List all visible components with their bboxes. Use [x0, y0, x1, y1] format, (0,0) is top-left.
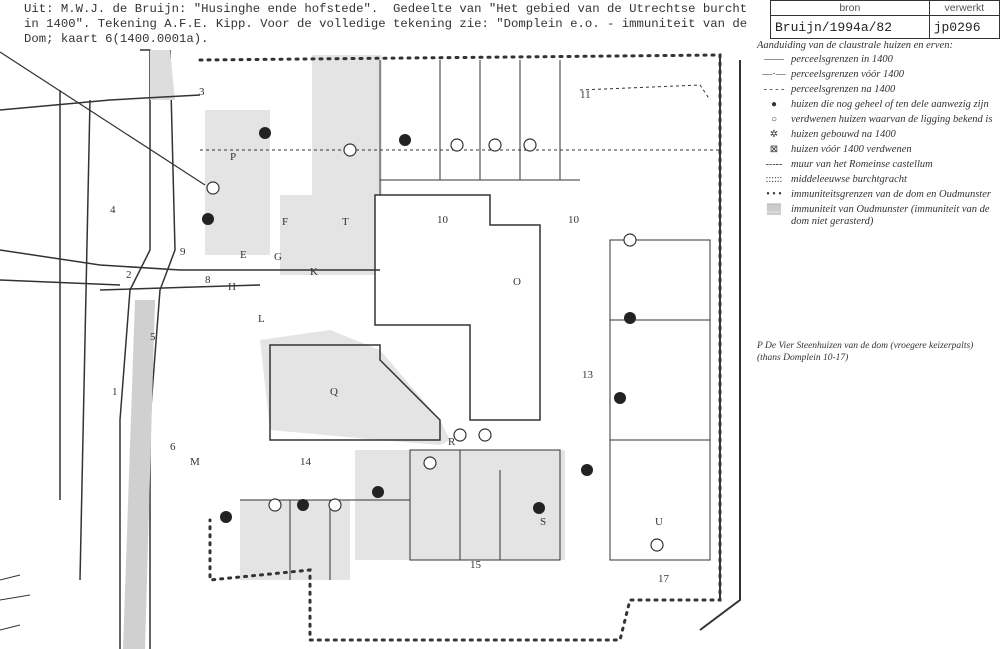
legend-symbol-icon: • • •: [766, 189, 782, 200]
legend-item: ▒▒ immuniteit van Oudmunster (immuniteit …: [757, 204, 1000, 228]
legend-label: verdwenen huizen waarvan de ligging beke…: [791, 114, 993, 125]
map-label: 11: [580, 89, 591, 101]
legend-label: middeleeuwse burchtgracht: [791, 174, 907, 185]
map-label: 17: [658, 573, 670, 585]
legend-label: huizen vóór 1400 verdwenen: [791, 144, 912, 155]
dom-church: [374, 194, 541, 421]
map-label: K: [310, 266, 318, 278]
map-label: L: [258, 313, 265, 325]
map-label: 8: [205, 274, 211, 286]
immunity-border: [198, 53, 722, 642]
map-label: S: [540, 516, 546, 528]
parcel-boundaries: [240, 60, 711, 580]
legend-item: ✲ huizen gebouwd na 1400: [757, 129, 1000, 141]
map-label: 9: [180, 246, 186, 258]
map-label: H: [228, 281, 236, 293]
map-label: 13: [582, 369, 594, 381]
legend-symbol-icon: ▒▒: [766, 204, 782, 215]
legend-item: ⊠ huizen vóór 1400 verdwenen: [757, 144, 1000, 156]
map-label: O: [513, 276, 521, 288]
bron-value: Bruijn/1994a/82: [770, 15, 930, 39]
legend-label: perceelsgrenzen na 1400: [791, 84, 896, 95]
citation-text: Uit: M.W.J. de Bruijn: "Husinghe ende ho…: [24, 2, 748, 46]
legend-symbol-icon: -----: [765, 159, 783, 170]
verwerkt-value: jp0296: [928, 15, 1000, 39]
legend-symbol-icon: ——: [764, 54, 784, 65]
map-label: Q: [330, 386, 338, 398]
legend-item: —— perceelsgrenzen in 1400: [757, 54, 1000, 66]
col-bron: bron: [770, 0, 930, 16]
existing-houses: [202, 127, 636, 523]
legend-symbol-icon: - - - -: [763, 84, 785, 95]
legend-label: immuniteitsgrenzen van de dom en Oudmuns…: [791, 189, 991, 200]
map-label: 2: [126, 269, 132, 281]
map-label: M: [190, 456, 200, 468]
map-label: 1: [112, 386, 118, 398]
map-label: 4: [110, 204, 116, 216]
legend-label: perceelsgrenzen vóór 1400: [791, 69, 904, 80]
legend-symbol-icon: ●: [770, 99, 778, 110]
pointer-arrow: [0, 51, 206, 186]
legend-label: muur van het Romeinse castellum: [791, 159, 933, 170]
legend-title: Aanduiding van de claustrale huizen en e…: [757, 40, 953, 51]
streets: [0, 90, 380, 581]
map-label: 14: [300, 456, 312, 468]
map-label: 3: [199, 86, 205, 98]
map-label: 6: [170, 441, 176, 453]
east-canal: [699, 55, 741, 631]
historical-map: P Q T F E G K H L M R S U 10 10 11 13 14 15 17 2 3 4 5 6 8 9 1 O: [0, 49, 741, 649]
legend-item: —·— perceelsgrenzen vóór 1400: [757, 69, 1000, 81]
legend-item: • • • immuniteitsgrenzen van de dom en Ou…: [757, 189, 1000, 201]
map-label: G: [274, 251, 282, 263]
map-label: F: [282, 216, 288, 228]
legend-item: ○ verdwenen huizen waarvan de ligging bek…: [757, 114, 1000, 126]
col-verwerkt: verwerkt: [928, 0, 1000, 16]
legend-label: perceelsgrenzen in 1400: [791, 54, 893, 65]
map-label: 15: [470, 559, 482, 571]
map-label: 5: [150, 331, 156, 343]
legend-symbol-icon: ⊠: [769, 144, 779, 155]
map-label: U: [655, 516, 663, 528]
map-label: P: [230, 151, 236, 163]
map-label: 10: [568, 214, 580, 226]
legend-item: ● huizen die nog geheel of ten dele aanwe…: [757, 99, 1000, 111]
legend-label: immuniteit van Oudmunster (immuniteit va…: [791, 204, 990, 227]
map-label: 10: [437, 214, 449, 226]
legend-item: ----- muur van het Romeinse castellum: [757, 159, 1000, 171]
map-label: T: [342, 216, 349, 228]
legend-symbol-icon: ::::::: [765, 174, 783, 185]
church-q: [269, 344, 441, 441]
legend-symbol-icon: —·—: [762, 69, 786, 80]
legend-label: huizen die nog geheel of ten dele aanwez…: [791, 99, 989, 110]
map-label: R: [448, 436, 456, 448]
lost-houses: [206, 138, 664, 552]
map-label: E: [240, 249, 247, 261]
map-note: P De Vier Steenhuizen van de dom (vroege…: [757, 341, 974, 363]
legend-item: ::::::middeleeuwse burchtgracht: [757, 174, 1000, 186]
canal: [119, 49, 176, 649]
legend-label: huizen gebouwd na 1400: [791, 129, 896, 140]
legend-symbol-icon: ✲: [769, 129, 779, 140]
legend-symbol-icon: ○: [770, 114, 778, 125]
legend-item: - - - - perceelsgrenzen na 1400: [757, 84, 1000, 96]
map-legend: Aanduiding van de claustrale huizen en e…: [757, 40, 1000, 231]
